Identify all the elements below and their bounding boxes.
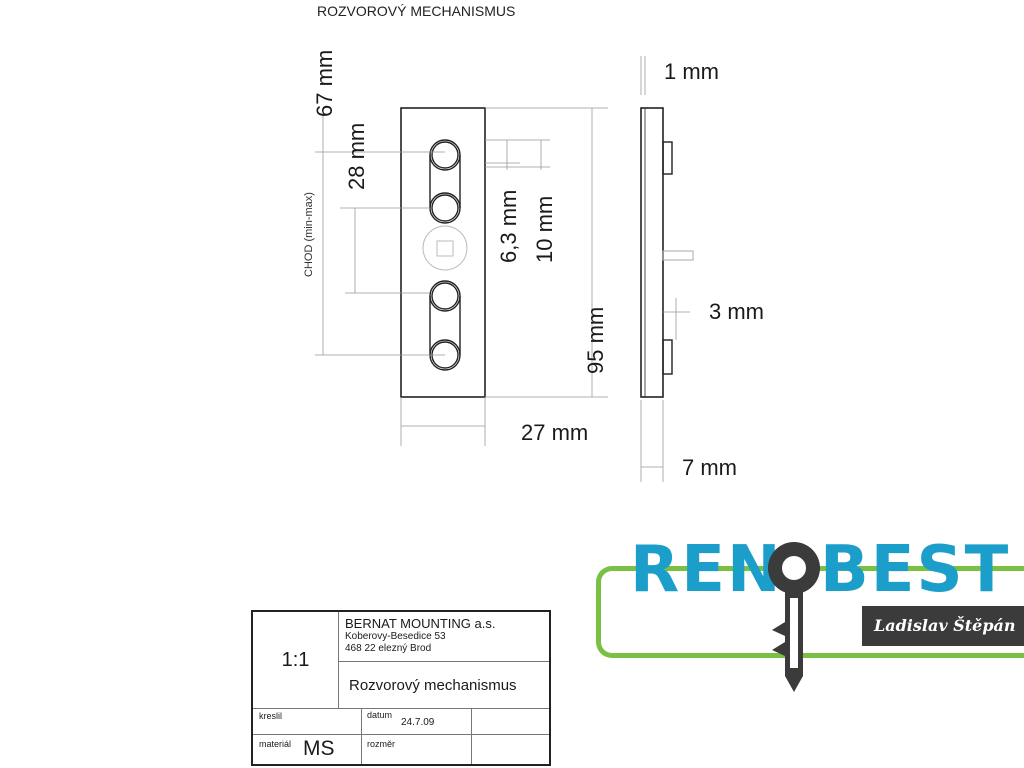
side-pin-upper [662,141,673,175]
side-axle [662,250,694,261]
dim-slot-width: 10 mm [532,196,557,263]
part-name: Rozvorový mechanismus [349,676,517,694]
title-row-material: materiál MS rozměr [253,734,549,764]
size-label: rozměr [367,739,396,749]
material-label: materiál [259,739,292,749]
lower-slot [429,280,461,371]
dimension-lines [315,107,608,446]
dim-overall-height: 67 mm [312,50,337,117]
side-dimension-lines [640,56,690,482]
dim-depth: 7 mm [682,455,737,480]
company-address-2: 468 22 elezný Brod [345,643,432,654]
logo-word-left: REN [630,533,783,607]
company-cell: BERNAT MOUNTING a.s. Koberovy-Besedice 5… [339,612,549,662]
part-name-cell: Rozvorový mechanismus [339,662,549,708]
stroke-label: CHOD (min-max) [303,192,315,277]
drawn-label: kreslil [259,711,283,721]
title-block: 1:1 BERNAT MOUNTING a.s. Koberovy-Besedi… [251,610,551,766]
side-pin-lower [662,339,673,375]
date-value: 24.7.09 [401,717,435,728]
material-value: MS [303,737,335,760]
key-icon [768,542,820,692]
dim-pin-size: 3 mm [709,299,764,324]
logo-name-bar: Ladislav Štěpán [862,606,1024,646]
drawing-title: ROZVOROVÝ MECHANISMUS [317,3,515,19]
side-view [640,107,694,398]
date-label: datum [367,710,393,720]
title-row-drawn: kreslil datum 24.7.09 [253,708,549,734]
dim-height: 95 mm [583,307,608,374]
upper-slot [429,139,461,224]
dim-pitch: 28 mm [344,123,369,190]
front-plate [400,107,486,398]
dim-plate-thickness: 1 mm [664,59,719,84]
front-view [400,107,486,398]
dim-width: 27 mm [521,420,588,445]
company-address-1: Koberovy-Besedice 53 [345,631,446,642]
center-hole [422,225,468,271]
dim-hole-diameter: 6,3 mm [496,190,521,263]
scale-value: 1:1 [281,648,310,671]
scale-cell: 1:1 [253,612,339,708]
company-name: BERNAT MOUNTING a.s. [345,616,496,631]
renobest-logo: REN BEST Ladislav Štěpán [592,532,1024,702]
side-plate [640,107,664,398]
logo-word-right: BEST [820,533,1011,607]
